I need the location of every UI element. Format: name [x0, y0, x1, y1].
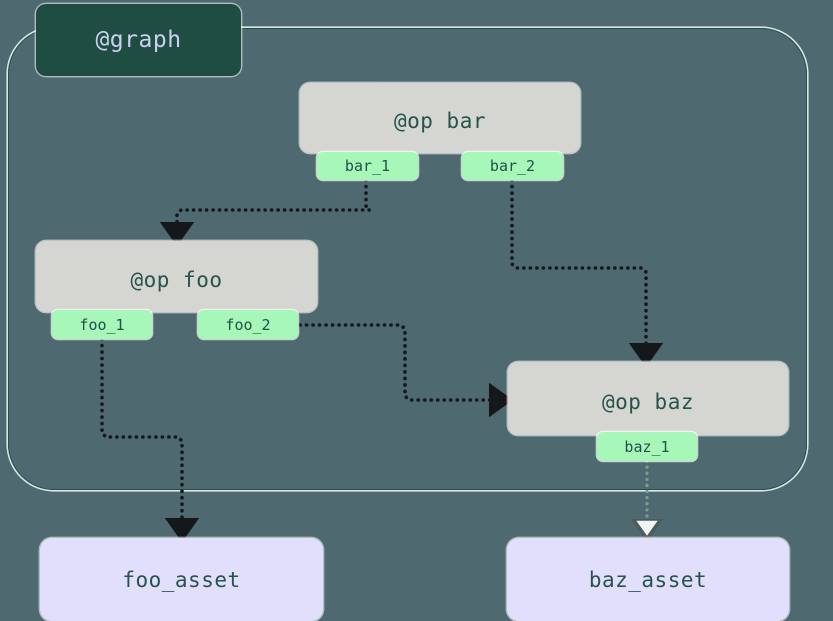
op-baz-title: @op baz	[601, 390, 694, 414]
pin-label: baz_1	[624, 437, 670, 456]
asset-node-foo-asset[interactable]: foo_asset	[40, 538, 323, 621]
asset-label: foo_asset	[122, 567, 241, 592]
op-foo-output-foo_2[interactable]: foo_2	[198, 310, 298, 339]
op-node-foo[interactable]: @op foo	[36, 241, 317, 312]
graph-container-outline	[8, 28, 807, 490]
op-bar-output-bar_2[interactable]: bar_2	[462, 152, 563, 180]
op-baz-output-baz_1[interactable]: baz_1	[597, 432, 697, 461]
graph-label-chip[interactable]: @graph	[36, 4, 241, 76]
asset-label: baz_asset	[588, 567, 708, 592]
pin-label: foo_2	[225, 315, 271, 334]
pin-label: bar_2	[489, 157, 536, 175]
op-node-baz[interactable]: @op baz	[508, 362, 788, 435]
graph-label-text: @graph	[95, 27, 182, 53]
op-foo-output-foo_1[interactable]: foo_1	[52, 310, 152, 339]
op-bar-output-bar_1[interactable]: bar_1	[317, 152, 418, 180]
pin-label: bar_1	[344, 157, 391, 175]
op-node-bar[interactable]: @op bar	[300, 83, 580, 153]
op-bar-title: @op bar	[393, 109, 486, 133]
op-foo-title: @op foo	[130, 268, 223, 292]
asset-node-baz-asset[interactable]: baz_asset	[507, 538, 789, 621]
pin-label: foo_1	[79, 315, 125, 334]
